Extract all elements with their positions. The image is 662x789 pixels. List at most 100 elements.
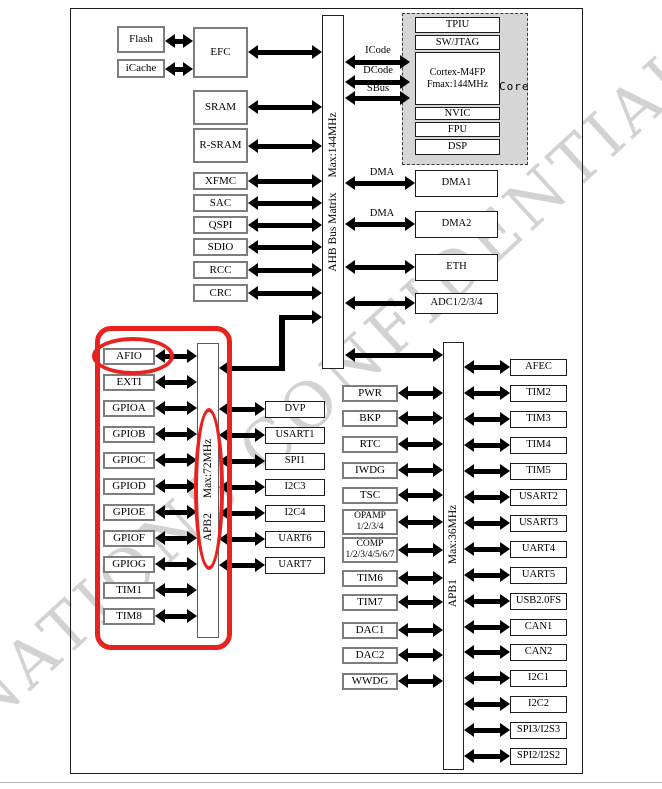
connector-arrow xyxy=(345,55,410,69)
bus-label-dcode: DCode xyxy=(363,65,393,76)
block-sw-jtag: SW/JTAG xyxy=(415,35,500,50)
block-spi3-i2s3: SPI3/I2S3 xyxy=(510,721,567,739)
block-dvp: DVP xyxy=(265,400,325,418)
connector-arrow xyxy=(155,479,197,493)
connector-arrow xyxy=(464,645,510,659)
connector-arrow xyxy=(464,412,510,426)
block-tim2: TIM2 xyxy=(510,384,567,402)
bus-ahb-matrix-label: AHB Bus MatrixMax:144MHz xyxy=(327,112,339,272)
connector-arrow xyxy=(155,531,197,545)
connector-arrow xyxy=(398,595,443,609)
block-afec: AFEC xyxy=(510,358,567,376)
block-uart7: UART7 xyxy=(265,556,325,574)
connector-arrow xyxy=(398,515,443,529)
block-can1: CAN1 xyxy=(510,618,567,636)
connector-arrow xyxy=(464,490,510,504)
block-tim8: TIM8 xyxy=(103,607,155,625)
connector-arrow xyxy=(345,260,415,274)
connector-arrow xyxy=(165,34,193,48)
block-spi1: SPI1 xyxy=(265,452,325,470)
connector-arrow xyxy=(219,480,265,494)
block-tim4: TIM4 xyxy=(510,436,567,454)
block-uart5: UART5 xyxy=(510,566,567,584)
connector-arrow xyxy=(219,361,285,375)
connector-arrow xyxy=(155,427,197,441)
connector-arrow xyxy=(464,438,510,452)
connector-arrow xyxy=(464,749,510,763)
block-gpiog: GPIOG xyxy=(103,555,155,573)
connector-arrow xyxy=(345,217,415,231)
connector-arrow xyxy=(248,263,322,277)
block-usart1: USART1 xyxy=(265,426,325,444)
connector-arrow xyxy=(345,91,410,105)
block-i2c4: I2C4 xyxy=(265,504,325,522)
connector-arrow xyxy=(464,516,510,530)
connector-arrow xyxy=(398,623,443,637)
connector-arrow xyxy=(155,557,197,571)
block-gpiof: GPIOF xyxy=(103,529,155,547)
block-xfmc: XFMC xyxy=(193,172,248,190)
connector-arrow xyxy=(219,402,265,416)
connector-arrow xyxy=(248,174,322,188)
connector-arrow xyxy=(155,583,197,597)
connector-arrow xyxy=(464,723,510,737)
block-dac2: DAC2 xyxy=(342,646,398,664)
connector-arrow xyxy=(398,437,443,451)
block-gpiod: GPIOD xyxy=(103,477,155,495)
block-uart4: UART4 xyxy=(510,540,567,558)
block-i2c3: I2C3 xyxy=(265,478,325,496)
connector-elbow xyxy=(279,315,285,370)
block-dma2: DMA2 xyxy=(415,210,498,238)
block-i2c2: I2C2 xyxy=(510,695,567,713)
connector-arrow xyxy=(248,218,322,232)
block-gpioe: GPIOE xyxy=(103,503,155,521)
connector-arrow xyxy=(464,620,510,634)
connector-arrow xyxy=(398,411,443,425)
connector-arrow xyxy=(345,75,410,89)
connector-arrow xyxy=(398,463,443,477)
red-ellipse-apb2 xyxy=(194,408,224,570)
connector-arrow xyxy=(464,671,510,685)
block-tim7: TIM7 xyxy=(342,593,398,611)
connector-arrow xyxy=(248,139,322,153)
core-label: Core xyxy=(499,80,530,93)
block-bkp: BKP xyxy=(342,409,398,427)
connector-arrow xyxy=(464,542,510,556)
connector-arrow xyxy=(464,386,510,400)
connector-arrow xyxy=(155,609,197,623)
bus-label-dma2: DMA xyxy=(369,208,395,219)
block-comp-1-2-3-4-5-6-7: COMP 1/2/3/4/5/6/7 xyxy=(342,537,398,563)
diagram-border xyxy=(70,8,583,774)
block-wwdg: WWDG xyxy=(342,672,398,690)
red-annotation-rect xyxy=(95,326,232,650)
connector-arrow xyxy=(398,386,443,400)
block-dsp: DSP xyxy=(415,139,500,155)
block-tim5: TIM5 xyxy=(510,462,567,480)
block-iwdg: IWDG xyxy=(342,461,398,479)
block-adc1-2-3-4: ADC1/2/3/4 xyxy=(415,292,498,314)
bus-label-dma1: DMA xyxy=(369,167,395,178)
connector-arrow xyxy=(219,428,265,442)
block-fpu: FPU xyxy=(415,122,500,137)
block-sdio: SDIO xyxy=(193,238,248,256)
connector-arrow xyxy=(398,571,443,585)
block-tsc: TSC xyxy=(342,486,398,504)
block-rtc: RTC xyxy=(342,435,398,453)
block-qspi: QSPI xyxy=(193,216,248,234)
connector-arrow xyxy=(155,505,197,519)
connector-arrow xyxy=(219,532,265,546)
connector-arrow xyxy=(345,176,415,190)
connector-arrow xyxy=(165,62,193,76)
connector-arrow xyxy=(155,453,197,467)
block-sram: SRAM xyxy=(193,90,248,125)
block-gpiob: GPIOB xyxy=(103,425,155,443)
block-crc: CRC xyxy=(193,284,248,302)
block-usart3: USART3 xyxy=(510,514,567,532)
connector-arrow xyxy=(282,310,322,324)
connector-arrow xyxy=(219,454,265,468)
connector-arrow xyxy=(398,543,443,557)
block-efc: EFC xyxy=(193,27,248,78)
connector-arrow xyxy=(464,697,510,711)
block-icache: iCache xyxy=(117,59,165,78)
connector-arrow xyxy=(345,296,415,310)
